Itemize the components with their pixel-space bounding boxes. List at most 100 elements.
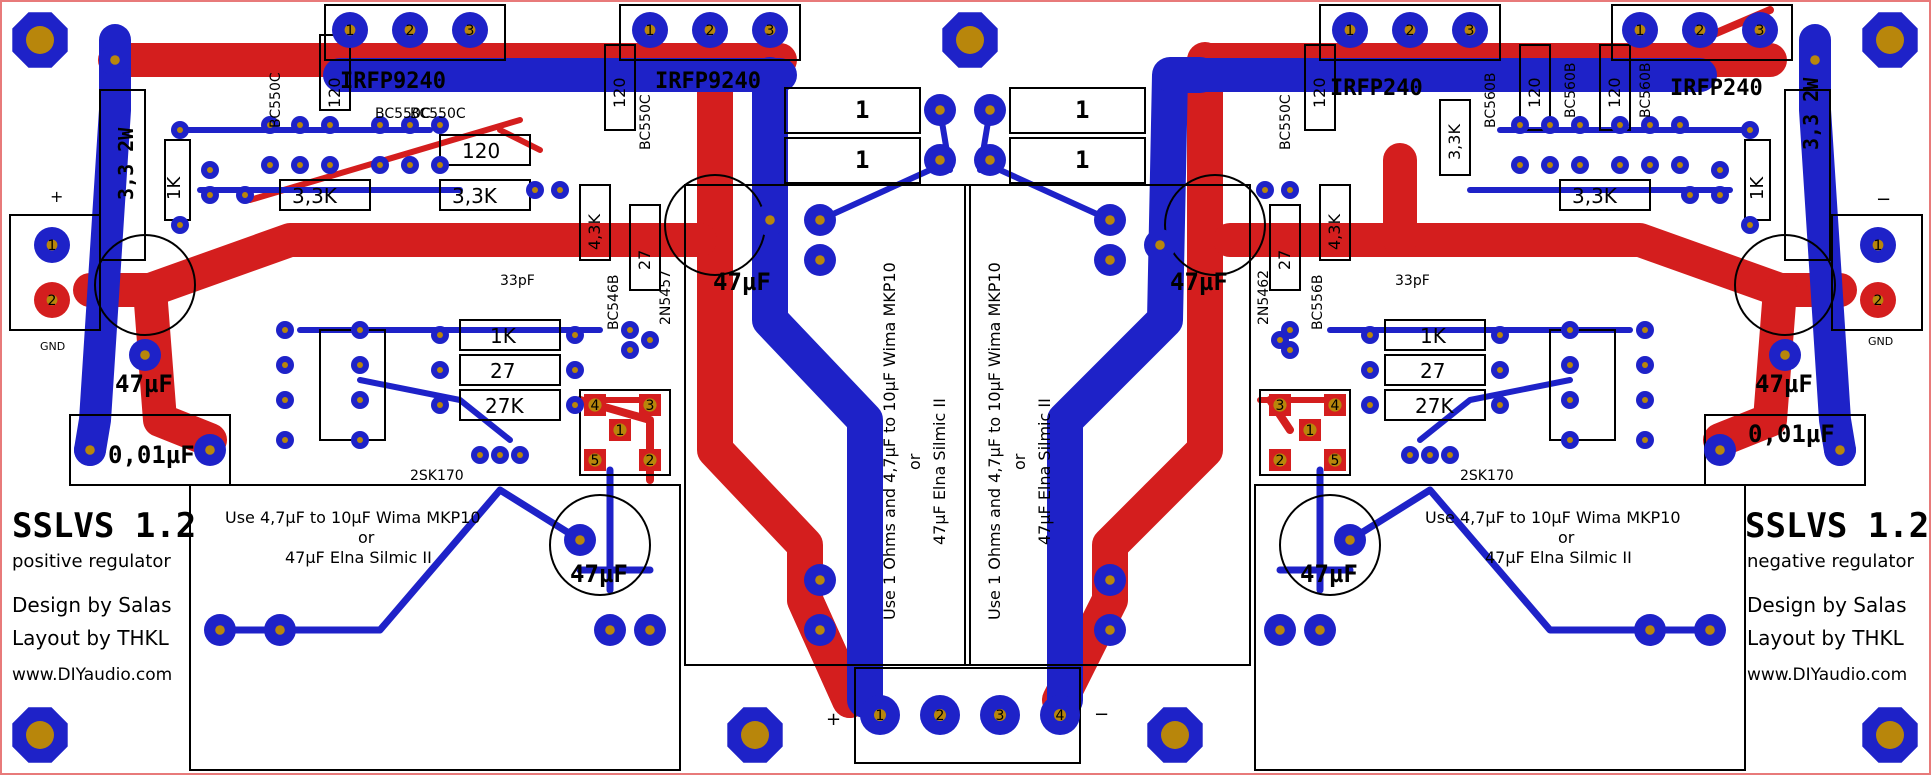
subtitle-left: positive regulator [12, 551, 171, 572]
pad [1401, 446, 1419, 464]
pad [1271, 331, 1289, 349]
pad [471, 446, 489, 464]
pad [566, 396, 584, 414]
pad [1741, 121, 1759, 139]
layout-left: Layout by THKL [12, 626, 170, 650]
pad [1094, 564, 1126, 596]
pad [804, 204, 836, 236]
pad-number: 4 [1331, 398, 1340, 414]
pad: 3 [1269, 394, 1291, 416]
label-plus-left: + [50, 187, 63, 206]
pad: 1 [34, 227, 70, 263]
pad [171, 216, 189, 234]
pad: 2 [692, 12, 728, 48]
center-note-1-right: Use 1 Ohms and 4,7µF to 10µF Wima MKP10 [985, 262, 1004, 620]
label-r-1-a: 1 [855, 96, 869, 124]
label-c-001uf-left: 0,01µF [108, 441, 195, 469]
pad [1769, 339, 1801, 371]
subtitle-right: negative regulator [1747, 551, 1914, 572]
pad [1561, 431, 1579, 449]
pad [431, 156, 449, 174]
pad [1441, 446, 1459, 464]
label-c-47uf-b: 47µF [1170, 268, 1228, 296]
label-r-1-b: 1 [855, 146, 869, 174]
pad [431, 116, 449, 134]
pad: 2 [34, 282, 70, 318]
pad-number: 2 [1874, 293, 1883, 309]
label-c-33pf-left: 33pF [500, 273, 535, 289]
label-r-27-mid-right: 27 [1420, 359, 1445, 383]
pad: 3 [1742, 12, 1778, 48]
pad [401, 116, 419, 134]
pad-number: 4 [591, 398, 600, 414]
pad [566, 326, 584, 344]
pad: 1 [1860, 227, 1896, 263]
pad: 3 [1452, 12, 1488, 48]
pad [1636, 356, 1654, 374]
pad [804, 614, 836, 646]
pad [261, 116, 279, 134]
pad-number: 2 [1406, 23, 1415, 39]
pad [1144, 229, 1176, 261]
label-2sk170-right: 2SK170 [1460, 468, 1514, 484]
pad [1704, 434, 1736, 466]
label-irfp9240-left: IRFP9240 [340, 69, 446, 94]
title-right: SSLVS 1.2 [1745, 506, 1929, 546]
label-r-4k3-right: 4,3K [1325, 214, 1344, 250]
label-bc550c-c: BC550C [410, 106, 466, 122]
label-r-120-b: 120 [325, 77, 344, 108]
pad [351, 431, 369, 449]
pad [1636, 391, 1654, 409]
pad [276, 356, 294, 374]
pad [1741, 216, 1759, 234]
pad [201, 186, 219, 204]
pad [594, 614, 626, 646]
silk-text: IRFP9240 IRFP9240 IRFP240 IRFP240 3,3 2W… [12, 63, 1929, 730]
label-c-47uf-e: 47µF [570, 560, 628, 588]
pad-number: 2 [646, 453, 655, 469]
pad [974, 94, 1006, 126]
label-c-47uf-f: 47µF [1300, 560, 1358, 588]
pad: 1 [632, 12, 668, 48]
pad [74, 434, 106, 466]
pad [1824, 434, 1856, 466]
label-r-3k3-vert: 3,3K [1445, 124, 1464, 160]
cap-note-1-left: Use 4,7µF to 10µF Wima MKP10 [225, 508, 481, 527]
pad-number: 3 [1276, 398, 1285, 414]
pad [1611, 156, 1629, 174]
pad: 5 [584, 449, 606, 471]
pad [1634, 614, 1666, 646]
mounting-hole [1862, 12, 1918, 68]
pad [276, 391, 294, 409]
pad [1361, 326, 1379, 344]
label-plus-bottom: + [826, 709, 841, 730]
design-left: Design by Salas [12, 593, 171, 617]
pad [621, 341, 639, 359]
pad [351, 356, 369, 374]
mounting-holes [12, 12, 1918, 763]
pad [1421, 446, 1439, 464]
pad: 2 [392, 12, 428, 48]
cap-note-2-left: 47µF Elna Silmic II [285, 548, 432, 567]
pad-number: 4 [1056, 708, 1065, 724]
pad [431, 396, 449, 414]
pad [1094, 204, 1126, 236]
label-r-3k3-b: 3,3K [452, 184, 498, 208]
pad [321, 156, 339, 174]
mounting-hole [12, 707, 68, 763]
label-r-27k-mid-right: 27K [1415, 394, 1454, 418]
pad: 4 [1324, 394, 1346, 416]
mounting-hole [727, 707, 783, 763]
bottom-copper-traces [74, 24, 1856, 718]
pad [1561, 356, 1579, 374]
pad [401, 156, 419, 174]
title-left: SSLVS 1.2 [12, 506, 196, 546]
pad [621, 321, 639, 339]
pad-number: 1 [1636, 23, 1645, 39]
label-irfp240-right: IRFP240 [1670, 76, 1763, 101]
pad [1671, 116, 1689, 134]
pad [1671, 156, 1689, 174]
pad [551, 181, 569, 199]
